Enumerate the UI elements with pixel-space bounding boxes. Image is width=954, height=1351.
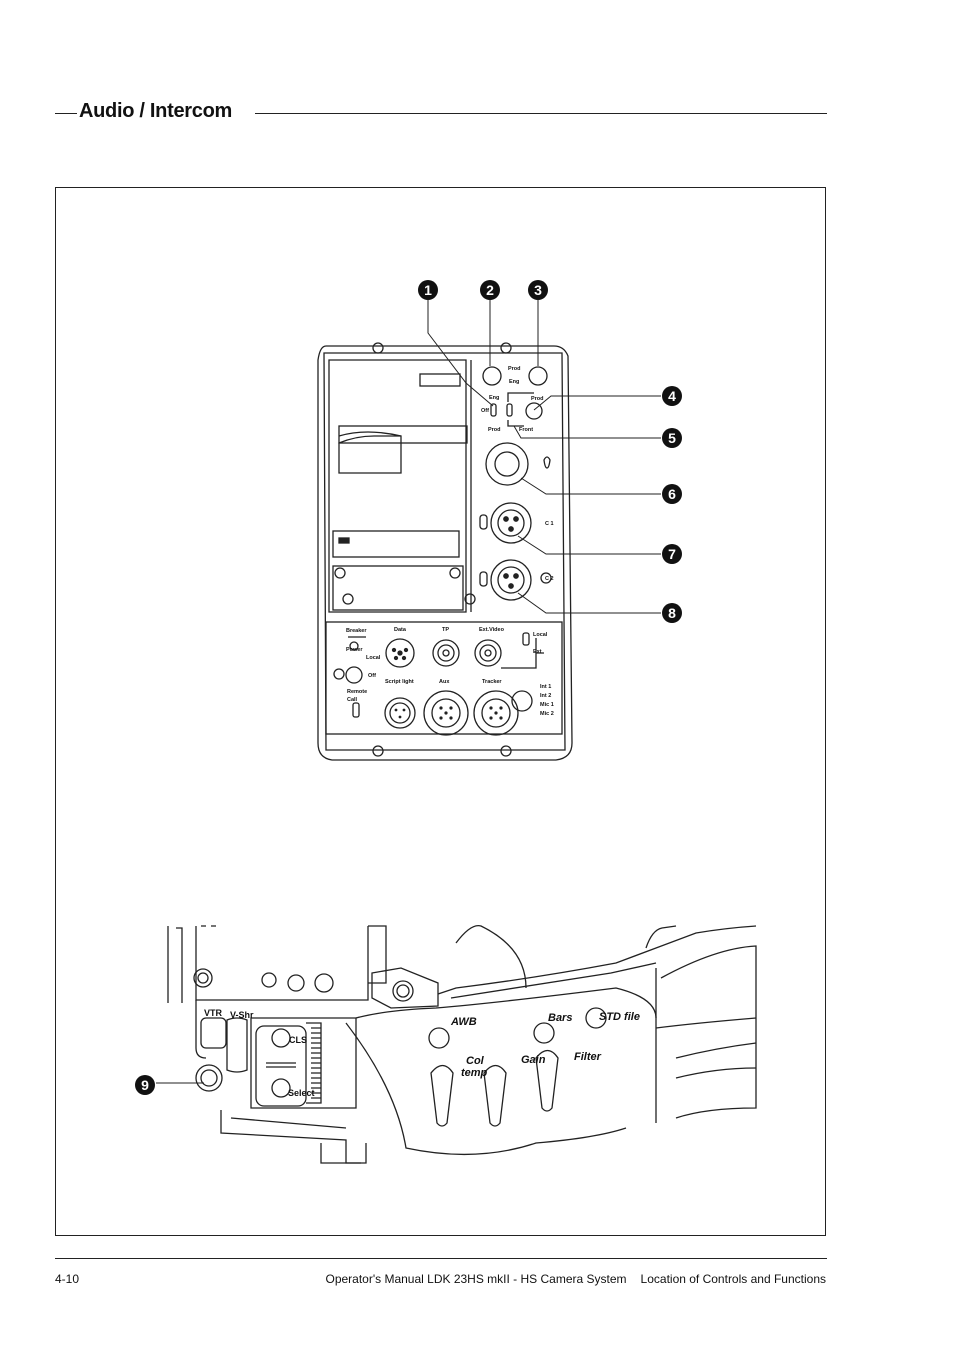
label-ext-video: Ext.Video: [479, 627, 505, 633]
callout-2: 2: [480, 280, 500, 300]
section-footer-title: Location of Controls and Functions: [640, 1272, 826, 1286]
label-breaker: Breaker: [346, 628, 367, 634]
label-call: Call: [347, 697, 358, 703]
label-eng-2: Eng: [509, 379, 519, 385]
svg-text:1: 1: [424, 282, 432, 298]
label-prod: Prod: [488, 427, 501, 433]
label-bars: Bars: [548, 1012, 572, 1024]
label-mic1: Mic 1: [540, 702, 554, 708]
manual-title: Operator's Manual LDK 23HS mkII - HS Cam…: [325, 1272, 627, 1286]
callout-4: 4: [662, 386, 682, 406]
svg-text:3: 3: [534, 282, 542, 298]
label-cls: CLS: [289, 1035, 307, 1045]
callout-5: 5: [662, 428, 682, 448]
svg-text:5: 5: [668, 430, 676, 446]
label-temp: temp: [461, 1067, 488, 1079]
label-data: Data: [394, 627, 407, 633]
callout-1: 1: [418, 280, 438, 300]
page-number: 4-10: [55, 1272, 80, 1286]
label-local: Local: [366, 655, 381, 661]
label-prod-3: Prod: [531, 396, 544, 402]
label-remote: Remote: [347, 689, 367, 695]
callout-3: 3: [528, 280, 548, 300]
footer-titles: Operator's Manual LDK 23HS mkII - HS Cam…: [311, 1272, 826, 1286]
label-aux: Aux: [439, 679, 450, 685]
label-select: Select: [288, 1088, 315, 1098]
svg-text:6: 6: [668, 486, 676, 502]
label-script-light: Script light: [385, 679, 414, 685]
label-vtr: VTR: [204, 1008, 223, 1018]
label-c2: C 2: [545, 576, 554, 582]
label-tp: TP: [442, 627, 449, 633]
camera-side-view: [167, 924, 757, 1164]
svg-text:2: 2: [486, 282, 494, 298]
label-col: Col: [466, 1055, 485, 1067]
label-tracker: Tracker: [482, 679, 502, 685]
svg-text:7: 7: [668, 546, 676, 562]
label-ext: Ext: [533, 649, 542, 655]
callout-8: 8: [662, 603, 682, 623]
section-title: Audio / Intercom: [79, 100, 232, 122]
rear-panel-outline: [317, 345, 573, 761]
figure-frame: Eng Off Prod Prod Eng Prod Front C 1 C 2…: [55, 187, 826, 1236]
label-awb: AWB: [450, 1016, 477, 1028]
label-int1: Int 1: [540, 684, 551, 690]
callout-9: 9: [135, 1075, 155, 1095]
heading-rule-left: [55, 113, 77, 114]
callout-6: 6: [662, 484, 682, 504]
label-mic2: Mic 2: [540, 711, 554, 717]
label-prod-2: Prod: [508, 366, 521, 372]
label-std-file: STD file: [599, 1011, 640, 1023]
label-local-2: Local: [533, 632, 548, 638]
label-off-2: Off: [368, 673, 376, 679]
label-eng: Eng: [489, 395, 499, 401]
label-off: Off: [481, 408, 489, 414]
callout-7: 7: [662, 544, 682, 564]
label-gain: Gain: [521, 1054, 546, 1066]
svg-text:8: 8: [668, 605, 676, 621]
label-vshr: V-Shr: [230, 1010, 254, 1020]
heading-rule-right: [255, 113, 827, 114]
label-power: Power: [346, 647, 363, 653]
label-c1: C 1: [545, 521, 554, 527]
camera-illustration: Eng Off Prod Prod Eng Prod Front C 1 C 2…: [135, 280, 757, 1164]
label-int2: Int 2: [540, 693, 551, 699]
svg-text:9: 9: [141, 1077, 149, 1093]
label-front: Front: [519, 427, 533, 433]
footer-rule: [55, 1258, 827, 1259]
label-filter: Filter: [574, 1051, 602, 1063]
section-heading: Audio / Intercom: [55, 100, 827, 126]
svg-text:4: 4: [668, 388, 676, 404]
